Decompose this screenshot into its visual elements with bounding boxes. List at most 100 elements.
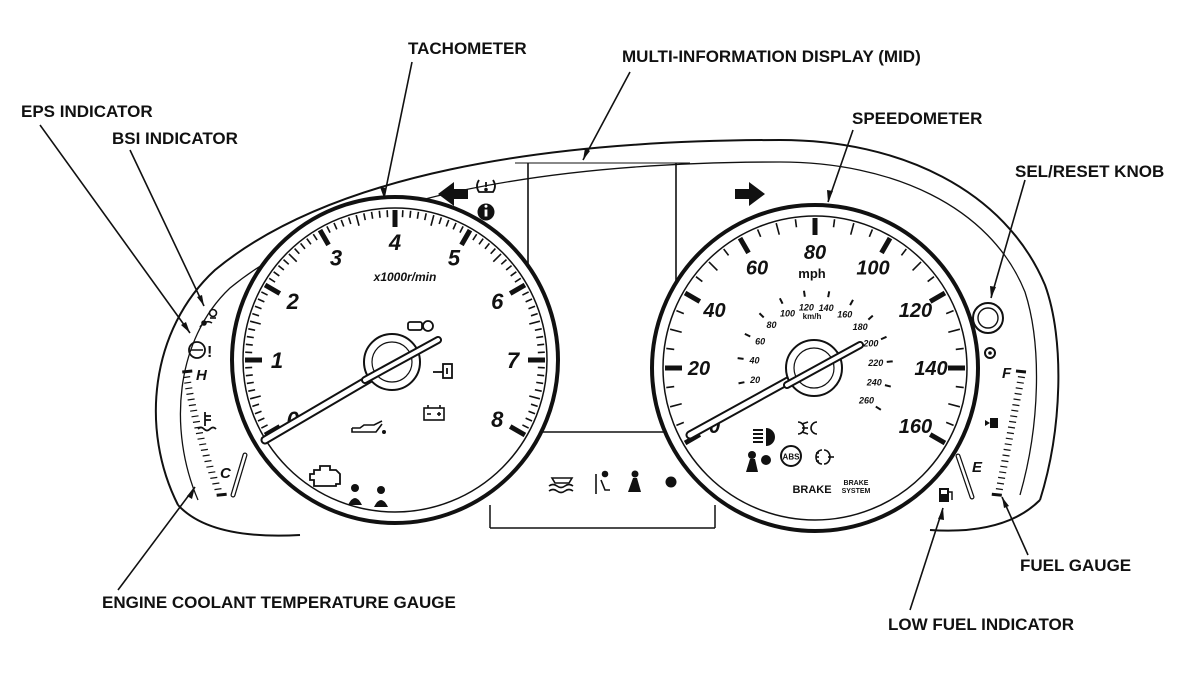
fuel-empty-label: E — [972, 459, 983, 476]
kmh-tick — [744, 332, 751, 338]
mph-tick — [955, 385, 964, 389]
mph-tick — [669, 402, 682, 408]
tach-unit-label: x1000r/min — [373, 270, 437, 284]
brake-label: BRAKE — [792, 484, 831, 496]
check-engine-icon — [309, 465, 341, 487]
kmh-tick — [778, 297, 784, 305]
tach-tick — [534, 328, 542, 332]
tach-tick — [246, 381, 254, 385]
kmh-tick — [880, 335, 887, 341]
tach-tick — [510, 271, 517, 277]
tach-tick — [288, 253, 298, 263]
kmh-number: 140 — [819, 303, 834, 313]
svg-text:!: ! — [207, 344, 212, 361]
mph-tick — [832, 219, 836, 228]
fuel-tick — [999, 471, 1007, 474]
fuel-tick — [1015, 387, 1023, 390]
temp-tick — [191, 415, 199, 418]
seatbelt-icon — [628, 470, 641, 492]
tach-tick — [273, 271, 280, 277]
tach-tick — [260, 424, 268, 429]
fuel-tick — [1006, 432, 1014, 435]
tach-tick — [378, 210, 381, 218]
kmh-tick — [884, 384, 892, 388]
temp-tick — [184, 381, 192, 384]
temp-tick — [185, 387, 193, 390]
tach-tick — [333, 222, 338, 230]
tach-tick — [268, 277, 276, 283]
tach-tick — [430, 214, 435, 226]
temp-tick — [200, 448, 208, 451]
mph-number: 100 — [856, 258, 889, 280]
sel-reset-leader — [990, 179, 1026, 299]
temp-cold-label: C — [220, 465, 232, 482]
temp-tick — [206, 465, 214, 468]
temp-tick — [192, 420, 201, 423]
temp-tick — [190, 409, 198, 412]
high-beam-icon — [753, 428, 775, 446]
fuel-tick — [1002, 454, 1010, 457]
fuel-full-label: F — [1002, 365, 1012, 382]
bsi-indicator-label: BSI INDICATOR — [112, 129, 238, 148]
settings-icon — [984, 347, 996, 359]
airbag-icon — [746, 451, 771, 472]
tach-number: 4 — [388, 230, 401, 255]
fuel-tick — [1012, 404, 1020, 407]
temp-tick — [208, 471, 216, 474]
mph-tick — [868, 229, 874, 238]
kmh-number: 220 — [867, 358, 883, 368]
temp-tick-marks — [182, 369, 227, 497]
abs-icon: ABS — [780, 445, 802, 467]
kmh-tick — [849, 299, 854, 306]
tach-tick — [282, 259, 290, 265]
mph-tick — [666, 385, 675, 389]
tach-tick — [254, 305, 262, 310]
tach-tick — [248, 388, 256, 392]
mph-tick — [708, 261, 718, 271]
kmh-tick — [737, 357, 744, 360]
tach-tick — [294, 247, 300, 255]
kmh-unit-label: km/h — [803, 312, 822, 321]
tach-tick — [530, 312, 538, 317]
vsa-icon — [548, 477, 574, 494]
mid-leader — [582, 71, 631, 161]
tach-tick — [445, 219, 450, 227]
tach-tick — [409, 210, 412, 218]
tach-tick — [347, 217, 352, 225]
tach-tick — [508, 282, 527, 296]
tach-tick-marks — [245, 210, 545, 438]
temp-tick — [197, 437, 205, 440]
fuel-tick — [1010, 415, 1018, 418]
tach-tick — [522, 291, 530, 296]
mph-tick — [669, 328, 682, 334]
mph-tick — [676, 421, 685, 427]
battery-icon — [423, 405, 445, 421]
tach-tick — [249, 320, 261, 325]
mph-number: 40 — [702, 300, 725, 322]
mph-number: 120 — [899, 300, 932, 322]
kmh-tick — [886, 360, 893, 363]
fuel-tick — [1011, 409, 1019, 412]
eps-indicator-label: EPS INDICATOR — [21, 102, 153, 121]
kmh-number: 120 — [799, 303, 814, 313]
tach-tick — [514, 277, 522, 283]
key-icon — [407, 320, 434, 332]
mph-number: 80 — [804, 242, 826, 264]
tach-tick — [363, 213, 367, 221]
tach-tick — [317, 228, 331, 247]
tach-tick — [260, 291, 268, 296]
tach-tick — [472, 233, 478, 241]
fuel-tick — [1003, 448, 1011, 451]
kmh-tick — [802, 290, 806, 297]
info-icon — [477, 203, 495, 221]
tach-tick — [534, 388, 542, 392]
tach-tick — [245, 374, 253, 377]
fuel-tick — [1000, 465, 1008, 468]
mph-tick — [928, 290, 947, 304]
kmh-tick — [758, 312, 765, 319]
tach-number: 1 — [271, 348, 283, 373]
tach-tick — [536, 335, 544, 339]
mph-tick — [955, 347, 964, 351]
